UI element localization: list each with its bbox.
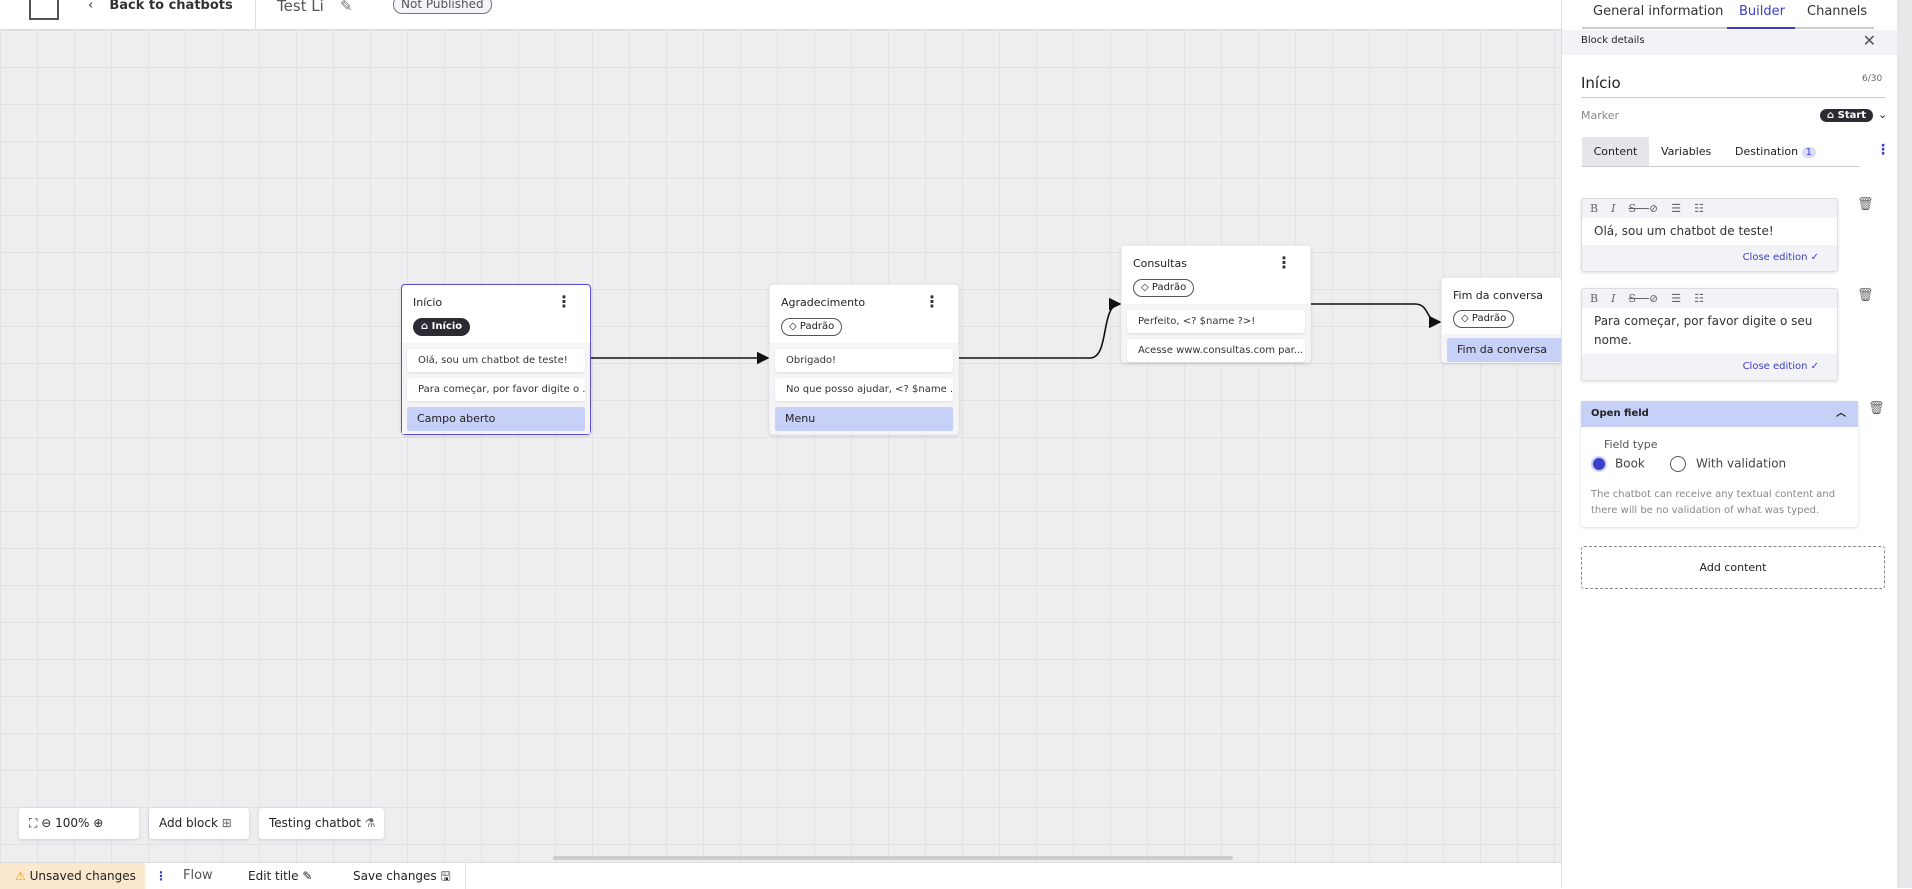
connections [591, 297, 1442, 365]
tag-icon: ◇ [789, 321, 800, 332]
close-edition-button[interactable]: Close edition ✓ [1742, 361, 1819, 372]
save-icon: 🖫 [440, 869, 451, 883]
block-title: Agradecimento [781, 296, 866, 309]
block-fim-da-conversa[interactable]: Fim da conversa ◇ Padrão Fim da conversa [1441, 277, 1581, 363]
text-editor[interactable]: BIS⊘☰☷ Olá, sou um chatbot de teste! Clo… [1581, 198, 1838, 272]
logo-icon [29, 0, 59, 20]
panel-scrollbar[interactable] [1897, 0, 1912, 888]
trash-icon[interactable]: 🗑 [1868, 401, 1885, 416]
zoom-out-icon[interactable]: ⊖ [41, 816, 52, 830]
testing-chatbot-button[interactable]: Testing chatbot ⚗ [259, 808, 384, 839]
save-changes-button[interactable]: Save changes 🖫 [353, 869, 451, 883]
field-help-text: The chatbot can receive any textual cont… [1591, 489, 1836, 516]
edit-title-pencil-icon[interactable]: ✎ [340, 0, 353, 15]
add-block-button[interactable]: Add block ⊞ [149, 808, 249, 839]
destination-count-badge: 1 [1801, 147, 1816, 158]
chatbot-title: Test Li [277, 0, 324, 15]
status-badge: Not Published [393, 0, 492, 14]
tab-builder[interactable]: Builder [1739, 4, 1785, 19]
field-type-label: Field type [1604, 438, 1658, 451]
chevron-up-icon[interactable]: ︿ [1836, 408, 1846, 419]
add-content-button[interactable]: Add content [1581, 546, 1885, 589]
edge [958, 297, 1122, 359]
pencil-icon: ✎ [302, 869, 313, 883]
message-item[interactable]: Perfeito, <? $name ?>! [1127, 310, 1305, 333]
edge [1311, 303, 1442, 329]
editor-text[interactable]: Olá, sou um chatbot de teste! [1582, 218, 1837, 245]
open-field-title: Open field [1591, 408, 1649, 419]
home-icon: ⌂ [421, 321, 432, 332]
trash-icon[interactable]: 🗑 [1857, 288, 1874, 303]
message-item[interactable]: No que posso ajudar, <? $name ... [775, 378, 953, 401]
char-counter: 6/30 [1862, 74, 1883, 84]
subtab-variables[interactable]: Variables [1661, 145, 1712, 158]
flow-label: Flow [183, 868, 213, 883]
more-vert-icon[interactable]: ⋮ [1276, 253, 1292, 272]
edit-title-button[interactable]: Edit title ✎ [248, 869, 313, 883]
subtab-content[interactable]: Content [1582, 137, 1649, 166]
block-title: Fim da conversa [1453, 289, 1544, 302]
more-vert-icon[interactable]: ⋮ [155, 869, 167, 883]
fit-screen-icon[interactable]: ⛶ [29, 816, 38, 830]
formatting-toolbar[interactable]: BIS⊘☰☷ [1590, 292, 1717, 305]
back-label: Back to chatbots [109, 0, 233, 13]
top-bar: ‹ Back to chatbots Test Li ✎ Not Publishe… [0, 0, 1561, 30]
formatting-toolbar[interactable]: BIS⊘☰☷ [1590, 202, 1717, 215]
marker-tag: ⌂ Início [413, 318, 471, 336]
zoom-in-icon[interactable]: ⊕ [93, 816, 104, 830]
field-item[interactable]: Campo aberto [407, 407, 585, 431]
marker-tag: ◇ Padrão [1453, 310, 1515, 328]
tag-icon: ◇ [1461, 313, 1472, 324]
block-inicio[interactable]: Início ⋮ ⌂ Início Olá, sou um chatbot de… [401, 284, 591, 435]
marker-tag: ◇ Padrão [781, 318, 843, 336]
message-item[interactable]: Olá, sou um chatbot de teste! [407, 349, 585, 372]
block-title: Consultas [1133, 257, 1187, 270]
chevron-down-icon[interactable]: ⌄ [1878, 108, 1888, 121]
marker-tag: ◇ Padrão [1133, 279, 1195, 297]
add-block-icon: ⊞ [221, 816, 232, 830]
block-agradecimento[interactable]: Agradecimento ⋮ ◇ Padrão Obrigado! No qu… [769, 284, 959, 435]
home-icon: ⌂ [1827, 110, 1838, 121]
radio-book[interactable]: Book [1591, 456, 1645, 472]
flask-icon: ⚗ [364, 816, 376, 830]
block-details-panel: General information Builder Channels Blo… [1561, 0, 1898, 888]
chevron-left-icon: ‹ [88, 0, 94, 13]
marker-select[interactable]: ⌂ Start [1820, 109, 1874, 122]
text-editor[interactable]: BIS⊘☰☷ Para começar, por favor digite o … [1581, 288, 1838, 381]
unsaved-changes-indicator: ⚠ Unsaved changes [0, 863, 145, 889]
flow-canvas[interactable]: Início ⋮ ⌂ Início Olá, sou um chatbot de… [0, 30, 1581, 862]
field-item[interactable]: Fim da conversa [1447, 338, 1575, 362]
message-item[interactable]: Para começar, por favor digite o ... [407, 378, 585, 401]
zoom-level: 100% [55, 816, 90, 830]
message-item[interactable]: Acesse www.consultas.com par... [1127, 339, 1305, 362]
zoom-controls: ⛶ ⊖ 100% ⊕ [19, 808, 139, 839]
warning-icon: ⚠ [15, 869, 26, 883]
subtab-destination[interactable]: Destination 1 [1735, 145, 1816, 158]
block-name-input[interactable]: Início [1581, 74, 1886, 98]
editor-text[interactable]: Para começar, por favor digite o seu nom… [1582, 308, 1837, 354]
tag-icon: ◇ [1141, 282, 1152, 293]
message-item[interactable]: Obrigado! [775, 349, 953, 372]
trash-icon[interactable]: 🗑 [1857, 197, 1874, 212]
horizontal-scrollbar[interactable] [553, 856, 1233, 860]
close-edition-button[interactable]: Close edition ✓ [1742, 252, 1819, 263]
more-vert-icon[interactable]: ⋮ [924, 292, 940, 311]
more-vert-icon[interactable]: ⋮ [1876, 142, 1890, 158]
block-consultas[interactable]: Consultas ⋮ ◇ Padrão Perfeito, <? $name … [1121, 245, 1311, 363]
marker-label: Marker [1581, 109, 1620, 122]
bottom-bar: ⚠ Unsaved changes ⋮ Flow Edit title ✎ Sa… [0, 862, 1561, 889]
close-icon[interactable]: ✕ [1862, 31, 1876, 50]
more-vert-icon[interactable]: ⋮ [556, 292, 572, 311]
back-button[interactable]: ‹ Back to chatbots [88, 0, 233, 13]
tab-general-information[interactable]: General information [1593, 4, 1724, 19]
field-item[interactable]: Menu [775, 407, 953, 431]
radio-with-validation[interactable]: With validation [1670, 456, 1786, 472]
tab-channels[interactable]: Channels [1807, 4, 1868, 19]
open-field-card: Open field ︿ Field type Book With validat… [1581, 401, 1858, 527]
panel-header: Block details ✕ [1562, 30, 1898, 55]
block-title: Início [413, 296, 443, 309]
